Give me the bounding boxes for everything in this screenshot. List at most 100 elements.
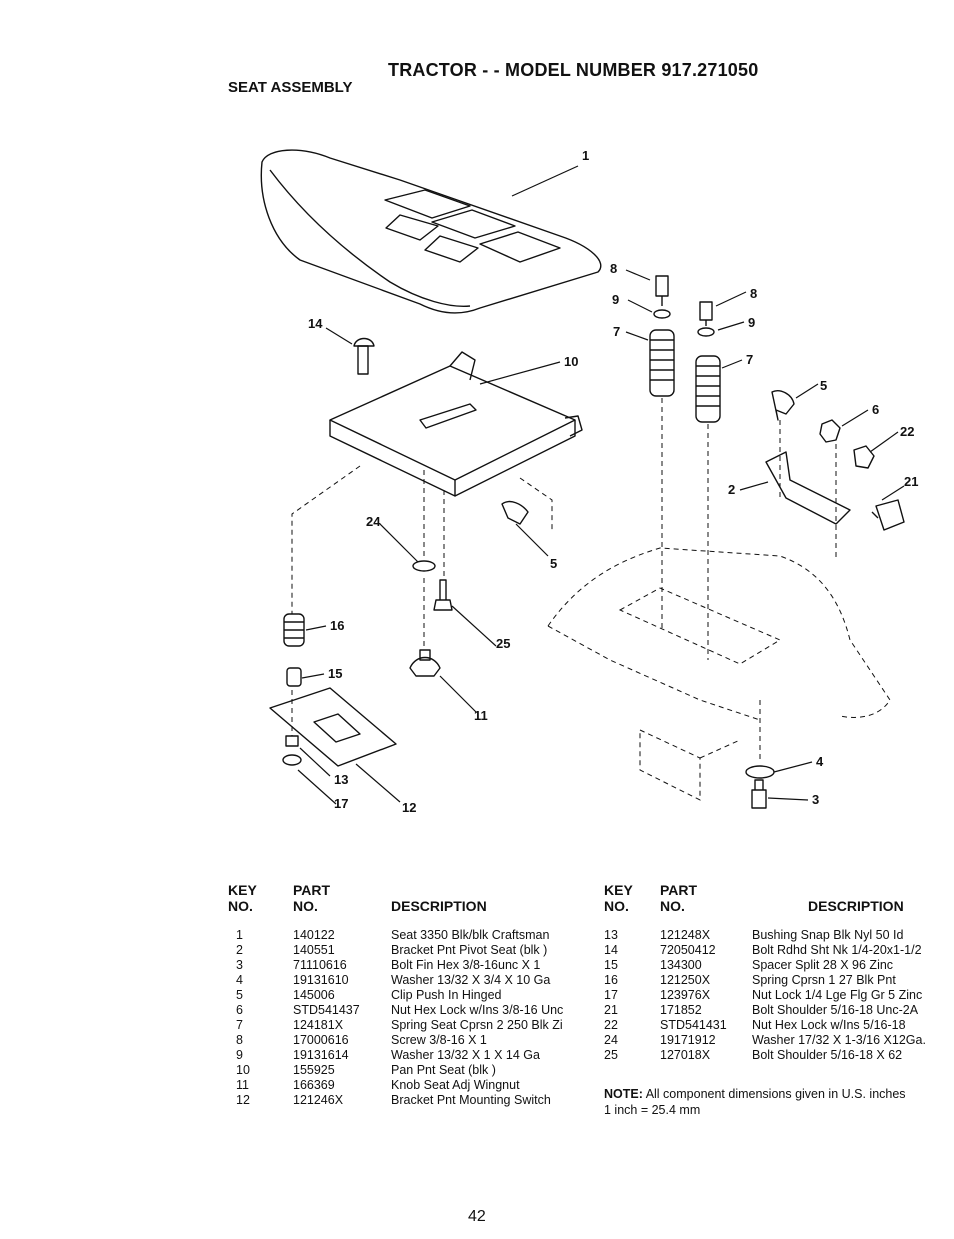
callout-9-left: 9 [612, 292, 619, 307]
bushing-13-part [285, 735, 299, 747]
section-title: SEAT ASSEMBLY [228, 79, 353, 96]
callout-8-left: 8 [610, 261, 617, 276]
part-description: Bolt Shoulder 5/16-18 X 62 [752, 1048, 903, 1062]
part-number: STD541437 [293, 1003, 360, 1017]
bolt-21-part [871, 499, 905, 531]
part-key: 9 [236, 1048, 243, 1062]
washer-9-right [697, 327, 715, 337]
washer-24-part [412, 560, 436, 572]
callout-16: 16 [330, 618, 344, 633]
bolt-25-part [433, 579, 453, 611]
header-description: DESCRIPTION [391, 898, 487, 914]
callout-3: 3 [812, 792, 819, 807]
part-key: 13 [604, 928, 618, 942]
part-number: 145006 [293, 988, 335, 1002]
part-number: 134300 [660, 958, 702, 972]
callout-8-right: 8 [750, 286, 757, 301]
nut-22-part [853, 445, 875, 469]
callout-1: 1 [582, 148, 589, 163]
part-description: Spring Cprsn 1 27 Blk Pnt [752, 973, 896, 987]
parts-row: 21 171852 Bolt Shoulder 5/16-18 Unc-2A [604, 1003, 926, 1018]
part-key: 7 [236, 1018, 243, 1032]
part-number: 72050412 [660, 943, 716, 957]
part-key: 22 [604, 1018, 618, 1032]
part-description: Bolt Rdhd Sht Nk 1/4-20x1-1/2 [752, 943, 922, 957]
screw-8-left [655, 275, 669, 306]
note-text: All component dimensions given in U.S. i… [645, 1087, 906, 1101]
part-number: 123976X [660, 988, 711, 1002]
callout-24: 24 [366, 514, 381, 529]
part-number: 171852 [660, 1003, 702, 1017]
washer-4-part [745, 765, 775, 779]
part-key: 12 [236, 1093, 250, 1107]
callout-12: 12 [402, 800, 416, 815]
parts-row: 9 19131614 Washer 13/32 X 1 X 14 Ga [228, 1048, 563, 1063]
spacer-15-part [286, 667, 302, 687]
bracket-2-part [765, 451, 851, 525]
callout-6: 6 [872, 402, 879, 417]
washer-9-left [653, 309, 671, 319]
parts-row: 14 72050412 Bolt Rdhd Sht Nk 1/4-20x1-1/2 [604, 943, 926, 958]
callout-13: 13 [334, 772, 348, 787]
callout-25: 25 [496, 636, 510, 651]
part-number: 121250X [660, 973, 711, 987]
part-description: Bolt Shoulder 5/16-18 Unc-2A [752, 1003, 919, 1017]
seat-pan-part [329, 351, 583, 497]
callout-10: 10 [564, 354, 578, 369]
callout-2: 2 [728, 482, 735, 497]
part-number: 140122 [293, 928, 335, 942]
callout-22: 22 [900, 424, 914, 439]
leader-lines [297, 165, 905, 805]
screw-8-right [699, 301, 713, 326]
part-number: 19131614 [293, 1048, 349, 1062]
part-key: 16 [604, 973, 618, 987]
note-conversion: 1 inch = 25.4 mm [604, 1103, 701, 1117]
part-key: 6 [236, 1003, 243, 1017]
callout-5-left: 5 [550, 556, 557, 571]
callout-9-right: 9 [748, 315, 755, 330]
callout-4: 4 [816, 754, 824, 769]
clip-5-left [501, 500, 529, 525]
bolt-3-part [751, 779, 767, 809]
part-key: 2 [236, 943, 243, 957]
part-description: Clip Push In Hinged [391, 988, 502, 1002]
dimension-note: NOTE: All component dimensions given in … [604, 1086, 906, 1118]
part-key: 10 [236, 1063, 250, 1077]
callout-labels: 1 8 9 8 7 9 7 14 10 5 6 22 21 2 24 5 16 … [308, 148, 918, 815]
part-description: Washer 13/32 X 3/4 X 10 Ga [391, 973, 551, 987]
part-description: Knob Seat Adj Wingnut [391, 1078, 520, 1092]
part-description: Pan Pnt Seat (blk ) [391, 1063, 496, 1077]
part-number: 17000616 [293, 1033, 349, 1047]
header-description: DESCRIPTION [808, 898, 904, 914]
part-number: STD541431 [660, 1018, 727, 1032]
part-key: 14 [604, 943, 618, 957]
part-key: 25 [604, 1048, 618, 1062]
part-description: Washer 13/32 X 1 X 14 Ga [391, 1048, 540, 1062]
part-number: 166369 [293, 1078, 335, 1092]
nut-17-part [282, 754, 302, 766]
callout-7-left: 7 [613, 324, 620, 339]
part-key: 21 [604, 1003, 618, 1017]
knob-11-part [409, 649, 441, 677]
part-description: Nut Hex Lock w/Ins 3/8-16 Unc [391, 1003, 564, 1017]
part-key: 24 [604, 1033, 618, 1047]
part-description: Bushing Snap Blk Nyl 50 Id [752, 928, 904, 942]
part-description: Spacer Split 28 X 96 Zinc [752, 958, 894, 972]
part-description: Bracket Pnt Mounting Switch [391, 1093, 551, 1107]
part-key: 5 [236, 988, 243, 1002]
part-number: 19131610 [293, 973, 349, 987]
